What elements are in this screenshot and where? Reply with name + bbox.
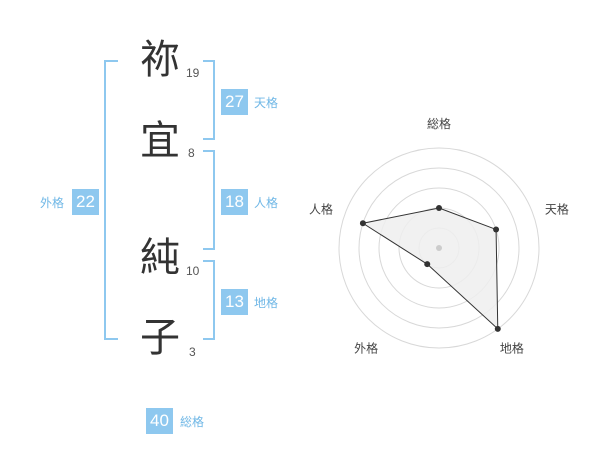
radar-data-polygon <box>361 207 499 331</box>
stroke-count-3: 10 <box>186 264 200 278</box>
jinkaku-bracket <box>203 150 215 250</box>
gaikaku-bracket <box>104 60 118 340</box>
radar-grid-circle <box>358 167 520 329</box>
radar-axis-label-1: 総格 <box>427 116 451 131</box>
radar-point-3 <box>494 325 501 332</box>
soukaku-value: 40 <box>146 408 173 434</box>
name-char-2: 宜 <box>140 118 180 164</box>
name-char-4: 子 <box>140 315 180 361</box>
name-char-3: 純 <box>140 235 180 281</box>
radar-axis-label-5: 人格 <box>309 202 333 217</box>
radar-axis-label-2: 天格 <box>545 202 569 217</box>
tenkaku-bracket <box>203 60 215 140</box>
stroke-count-4: 3 <box>189 345 196 359</box>
radar-point-5 <box>359 220 366 227</box>
jinkaku-value: 18 <box>221 189 248 215</box>
chikaku-bracket <box>203 260 215 340</box>
name-char-1: 祢 <box>140 37 180 83</box>
chikaku-value: 13 <box>221 289 248 315</box>
stroke-count-2: 8 <box>188 146 195 160</box>
tenkaku-value: 27 <box>221 89 248 115</box>
radar-grid-circle <box>378 187 500 309</box>
radar-point-2 <box>493 226 500 233</box>
stroke-count-1: 19 <box>186 66 200 80</box>
chikaku-label: 地格 <box>254 296 279 310</box>
tenkaku-label: 天格 <box>254 96 279 110</box>
radar-grid-circle <box>338 147 540 349</box>
radar-point-4 <box>424 261 431 268</box>
radar-center-dot <box>436 245 442 251</box>
radar-axis-label-4: 外格 <box>354 340 378 355</box>
radar-point-1 <box>436 205 442 211</box>
gaikaku-value: 22 <box>72 189 99 215</box>
gaikaku-label: 外格 <box>40 196 65 210</box>
jinkaku-label: 人格 <box>254 196 279 210</box>
soukaku-label: 総格 <box>180 415 205 429</box>
radar-axis-label-3: 地格 <box>500 340 524 355</box>
